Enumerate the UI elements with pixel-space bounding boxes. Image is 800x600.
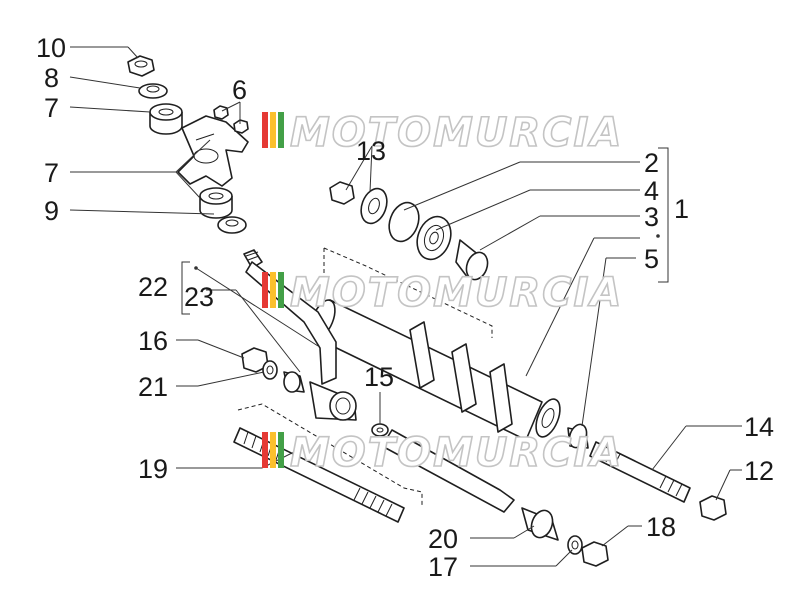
spacer (283, 371, 305, 393)
bent-tube (245, 261, 357, 421)
watermark-middle: MOTOMURCIA (262, 269, 623, 317)
callout-23: 23 (184, 282, 214, 312)
callout-10: 10 (36, 33, 66, 63)
washer-17 (567, 535, 583, 555)
spacer-20 (521, 507, 559, 541)
nut-18 (581, 541, 609, 567)
callout-14: 14 (744, 412, 774, 442)
washer-21 (262, 360, 278, 380)
nut-10 (127, 55, 155, 77)
callout-16: 16 (138, 326, 168, 356)
silent-block-bracket (177, 115, 249, 187)
callout-1: 1 (674, 194, 689, 224)
watermark-top: MOTOMURCIA (262, 109, 623, 157)
watermark-text: MOTOMURCIA (290, 110, 623, 156)
parts-drawing (127, 55, 727, 567)
washer-8 (138, 83, 168, 99)
nut-12 (699, 495, 727, 521)
callout-4: 4 (644, 176, 659, 206)
swing-arm-body (310, 299, 561, 513)
callout-5: 5 (644, 244, 659, 274)
callout-12: 12 (744, 456, 774, 486)
nut-13 (329, 181, 355, 205)
watermark-text: MOTOMURCIA (290, 430, 623, 476)
callout-19: 19 (138, 454, 168, 484)
callout-22: 22 (138, 272, 168, 302)
watermark-text: MOTOMURCIA (290, 270, 623, 316)
callout-21: 21 (138, 372, 168, 402)
callout-6: 6 (232, 75, 247, 105)
leader-lines (69, 46, 742, 567)
grease-nipple (243, 249, 263, 269)
washer-9 (217, 216, 247, 234)
callout-17: 17 (428, 552, 458, 582)
callout-9: 9 (44, 196, 59, 226)
bushing-3 (455, 239, 489, 281)
bushing-7-lower (199, 187, 233, 219)
callout-3: 3 (644, 202, 659, 232)
circlip-2 (388, 201, 420, 243)
bolt-14 (589, 441, 691, 503)
callout-18: 18 (646, 512, 676, 542)
callout-7-upper: 7 (44, 93, 59, 123)
callout-labels: 10 8 7 6 7 9 13 2 4 3 1 5 22 23 16 21 15… (36, 33, 774, 582)
callout-20: 20 (428, 524, 458, 554)
bushing-7-upper (149, 103, 183, 135)
callout-7-lower: 7 (44, 158, 59, 188)
alignment-guides (237, 247, 493, 506)
callout-13: 13 (356, 136, 386, 166)
callout-8: 8 (44, 63, 59, 93)
watermark-bottom: MOTOMURCIA (262, 429, 623, 477)
callout-2: 2 (644, 148, 659, 178)
callout-15: 15 (364, 362, 394, 392)
bearing-small (360, 187, 388, 225)
